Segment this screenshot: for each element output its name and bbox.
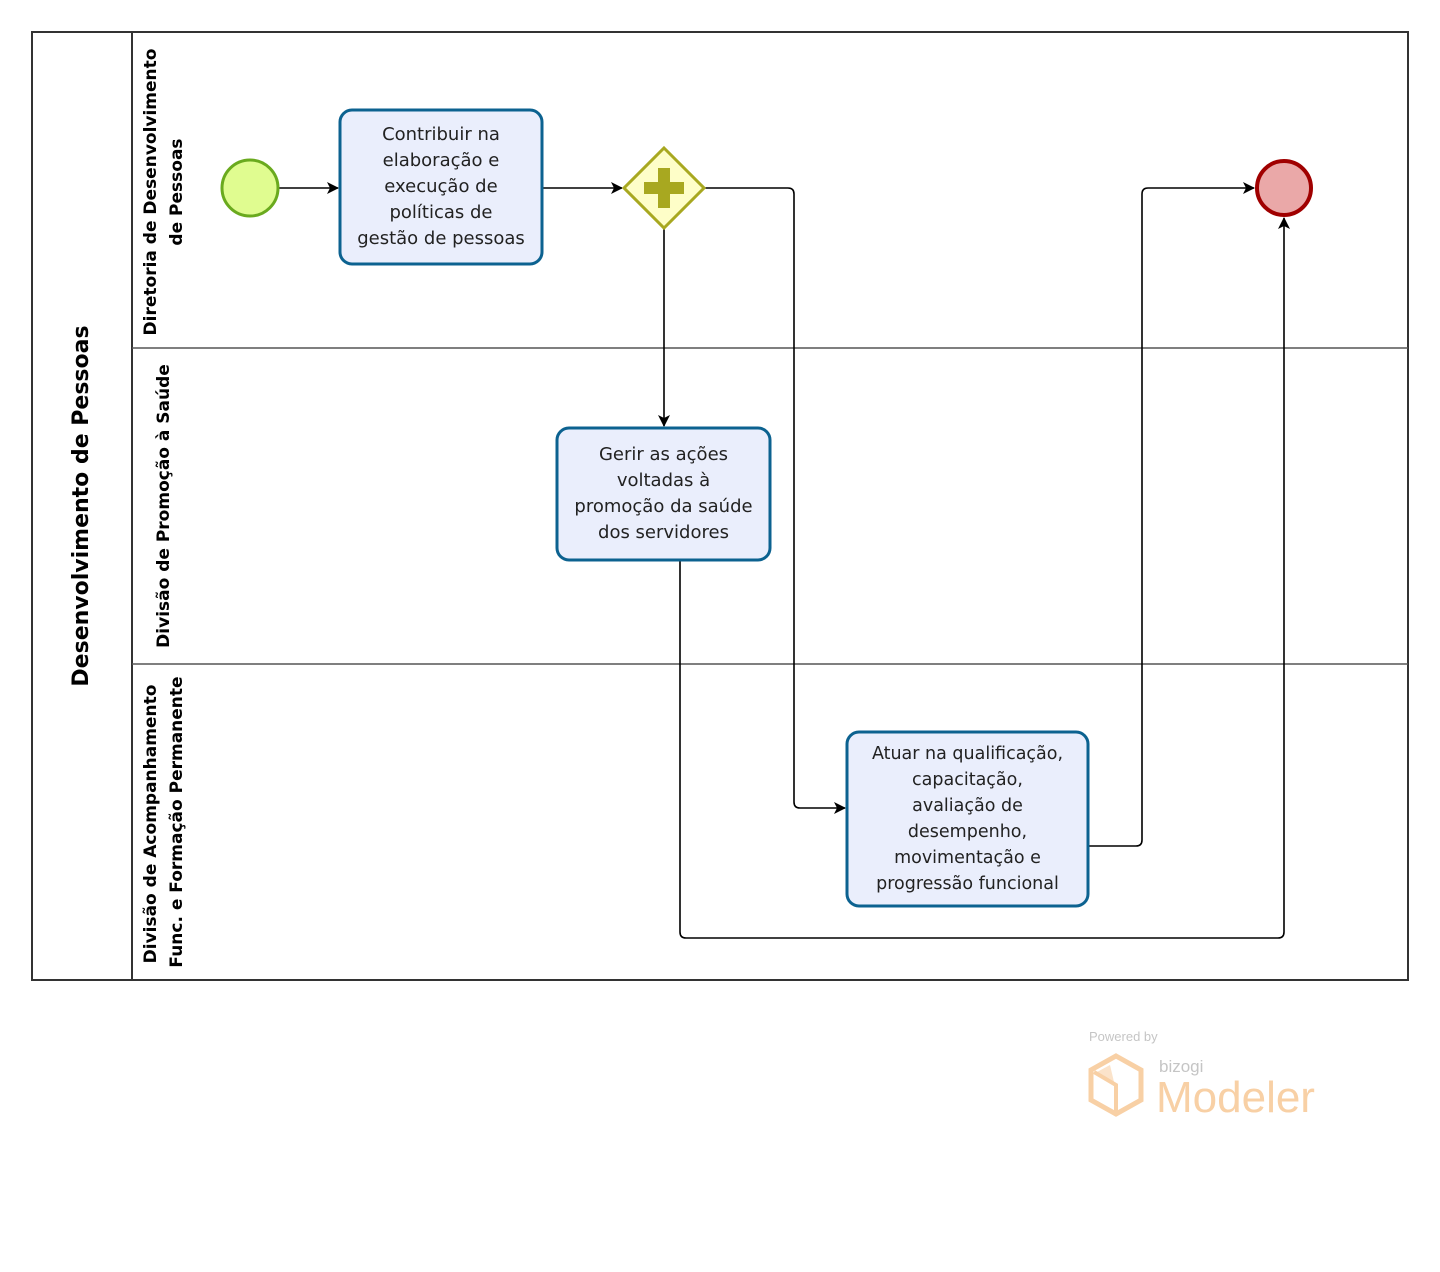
svg-text:Powered by: Powered by bbox=[1089, 1029, 1158, 1044]
task-3[interactable] bbox=[845, 730, 1090, 908]
lane-label-1b: de Pessoas bbox=[167, 138, 187, 245]
pool-title: Desenvolvimento de Pessoas bbox=[69, 325, 94, 686]
sequence-flow[interactable] bbox=[704, 187, 846, 814]
task-2-label: Gerir as ações voltadas à promoção da sa… bbox=[574, 444, 753, 543]
svg-text:bizogi: bizogi bbox=[1159, 1057, 1203, 1076]
start-event[interactable] bbox=[220, 158, 280, 218]
lane-label-2: Divisão de Promoção à Saúde bbox=[154, 364, 174, 648]
sequence-flow[interactable] bbox=[679, 217, 1290, 939]
end-event[interactable] bbox=[1255, 159, 1313, 217]
parallel-gateway[interactable] bbox=[621, 145, 707, 231]
svg-text:Modeler: Modeler bbox=[1156, 1073, 1315, 1122]
lane-label-3b: Func. e Formação Permanente bbox=[167, 676, 187, 967]
task-3-label: Atuar na qualificação, capacitação, aval… bbox=[871, 744, 1064, 894]
task-1[interactable] bbox=[338, 108, 544, 266]
plus-icon bbox=[644, 168, 684, 208]
bizagi-logo: Powered by bizogi Modeler bbox=[1088, 1029, 1315, 1122]
sequence-flow[interactable] bbox=[1088, 182, 1255, 847]
task-2[interactable] bbox=[555, 426, 772, 562]
lane-label-3: Divisão de Acompanhamento bbox=[141, 685, 161, 964]
lane-label-1: Diretoria de Desenvolvimento bbox=[141, 49, 161, 336]
task-1-label: Contribuir na elaboração e execução de p… bbox=[357, 124, 525, 249]
